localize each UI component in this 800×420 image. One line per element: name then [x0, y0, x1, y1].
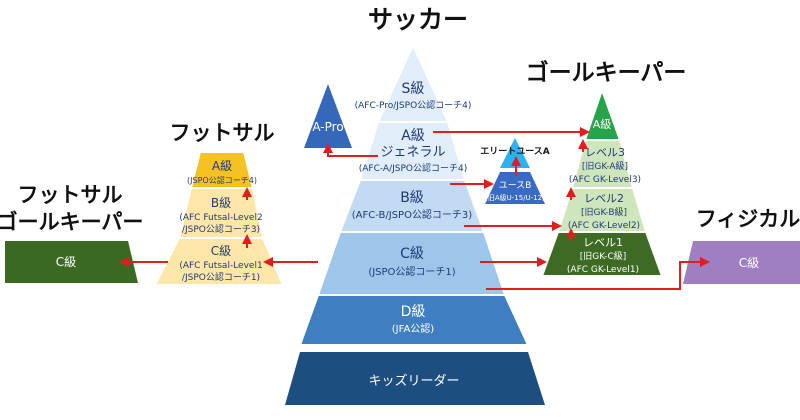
gk-a-label: A級 [593, 118, 612, 131]
futsal-gk-c-label: C級 [56, 255, 76, 269]
soccer-d-tier [298, 294, 530, 346]
arrows [119, 127, 710, 290]
goalkeeper-heading: ゴールキーパー [526, 59, 687, 86]
soccer-b-tier [338, 179, 486, 233]
kids-leader-tier [285, 352, 545, 405]
gk-level1-afc: (AFC GK-Level1) [567, 265, 639, 275]
gk-level1-old: [旧GK-C級] [580, 250, 627, 262]
elite-youth-a-triangle [500, 138, 530, 168]
futsal-a-title: A級 [212, 159, 232, 173]
soccer-d-title: D級 [401, 304, 426, 320]
futsal-a-sub: (JSPO公認コーチ4) [187, 175, 257, 185]
gk-level3-afc: (AFC GK-Level3) [569, 175, 641, 185]
futsal-b-sub1: (AFC Futsal-Level2 [179, 213, 262, 223]
gk-a-tier [583, 86, 622, 141]
youth-b-sub: [旧A級U-15/U-12] [485, 193, 545, 202]
futsal-c-title: C級 [211, 244, 231, 258]
futsal-b-title: B級 [211, 196, 231, 210]
kids-leader-label: キッズリーダー [368, 373, 459, 389]
futsal-gk-heading-line1: フットサル [18, 183, 123, 207]
youth-b-tier [485, 172, 545, 204]
youth-b-label: ユースB [499, 181, 532, 191]
arrow-soccer-c-to-physical-c [486, 257, 710, 290]
apro-label: A-Pro [312, 120, 343, 134]
soccer-s-sub: (AFC-Pro/JSPO公認コーチ4) [355, 99, 472, 111]
gk-level2-afc: (AFC GK-Level2) [568, 221, 640, 231]
soccer-heading: サッカー [368, 5, 468, 34]
gk-level2-old: [旧GK-B級] [581, 206, 627, 218]
soccer-s-title: S級 [402, 81, 425, 97]
soccer-b-title: B級 [400, 190, 424, 206]
futsal-c-sub2: /JSPO公認コーチ1) [182, 271, 260, 283]
gk-level1-tier [540, 231, 664, 277]
physical-c-label: C級 [739, 256, 759, 270]
futsal-b-sub2: /JSPO公認コーチ3) [182, 223, 260, 235]
physical-heading: フィジカル [696, 207, 800, 231]
futsal-heading: フットサル [170, 121, 275, 145]
futsal-gk-c-tier [5, 241, 138, 283]
arrow-soccer-a-to-apro [323, 143, 378, 157]
gk-level3-old: [旧GK-A級] [582, 160, 628, 172]
soccer-c-title: C級 [400, 246, 424, 262]
futsal-c-tier [153, 237, 285, 286]
futsal-c-sub1: (AFC Futsal-Level1 [179, 261, 262, 271]
gk-level2-title: レベル2 [584, 192, 624, 205]
soccer-c-sub: (JSPO公認コーチ1) [368, 265, 455, 278]
elite-youth-a-label: エリートユースA [480, 146, 550, 157]
futsal-gk-heading-line2: ゴールキーパー [0, 210, 143, 234]
gk-level3-title: レベル3 [585, 146, 625, 159]
gk-level1-title: レベル1 [583, 236, 623, 249]
apro-triangle [304, 84, 352, 148]
soccer-a-sub: (AFC-A/JSPO公認コーチ4) [359, 162, 467, 174]
soccer-a-title2: ジェネラル [380, 145, 445, 160]
soccer-b-sub: (AFC-B/JSPO公認コーチ3) [352, 208, 473, 221]
soccer-d-sub: (JFA公認) [392, 322, 435, 335]
soccer-c-tier [316, 231, 507, 296]
physical-c-tier [683, 241, 800, 284]
soccer-a-title: A級 [401, 128, 425, 144]
